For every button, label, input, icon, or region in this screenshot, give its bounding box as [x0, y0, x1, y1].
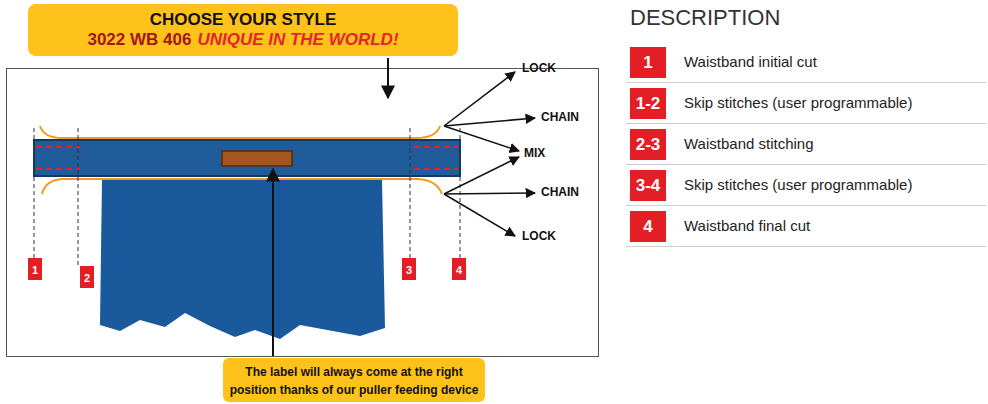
- text-line: 2: [84, 268, 90, 286]
- text-line: 2-3: [636, 135, 661, 155]
- node-content: 2-3: [636, 135, 661, 155]
- table-heading: DESCRIPTION: [630, 5, 780, 30]
- node-text: 1: [32, 264, 38, 276]
- callout-number: 4: [452, 258, 466, 280]
- thread-top: [40, 126, 440, 138]
- step-description: Skip stitches (user programmable): [684, 94, 912, 111]
- node-text: 3: [406, 264, 412, 276]
- node-content: 1: [32, 260, 38, 278]
- node-content: 2: [84, 268, 90, 286]
- node-text: 1: [643, 53, 652, 72]
- node-content: The label will always come at the right …: [227, 362, 481, 398]
- node-content: 3: [406, 260, 412, 278]
- node-text: 1-2: [636, 94, 661, 113]
- text-line: 3-4: [636, 176, 661, 196]
- node-content: 1-2: [636, 94, 661, 114]
- text-line: 3022 WB 406 UNIQUE IN THE WORLD!: [87, 30, 398, 50]
- style-option: LOCK: [522, 230, 556, 244]
- node-text: 4: [456, 264, 462, 276]
- callout-number: 2: [80, 266, 94, 288]
- style-option: CHAIN: [541, 111, 579, 125]
- step-description: Waistband stitching: [684, 135, 814, 152]
- style-callout: CHOOSE YOUR STYLE3022 WB 406 UNIQUE IN TH…: [28, 4, 458, 56]
- step-number: 4: [630, 211, 666, 242]
- frame: [7, 69, 599, 357]
- step-number: 1: [630, 47, 666, 78]
- node-text: 3-4: [636, 176, 661, 195]
- node-text: 3022 WB 406: [87, 30, 191, 49]
- node-text: 2: [84, 272, 90, 284]
- cut-lines: [34, 128, 460, 266]
- step-number: 1-2: [630, 88, 666, 119]
- node-text: 2-3: [636, 135, 661, 154]
- style-option: CHAIN: [541, 186, 579, 200]
- step-description: Waistband final cut: [684, 217, 810, 234]
- text-line: 4: [456, 260, 462, 278]
- step-description: Waistband initial cut: [684, 53, 817, 70]
- trousers: [100, 180, 385, 339]
- node-text: The label will always come at the right …: [230, 365, 479, 397]
- step-description: Skip stitches (user programmable): [684, 176, 912, 193]
- table-rules: [626, 83, 986, 247]
- style-arrows: [444, 72, 535, 236]
- label-patch: [222, 151, 292, 166]
- text-line: CHOOSE YOUR STYLE: [87, 10, 398, 30]
- node-content: CHOOSE YOUR STYLE3022 WB 406 UNIQUE IN TH…: [87, 10, 398, 49]
- callout-arrow: [272, 169, 274, 356]
- thread-bottom: [42, 179, 442, 194]
- node-content: 1: [643, 53, 652, 73]
- node-text: UNIQUE IN THE WORLD!: [197, 30, 398, 49]
- text-line: 1: [643, 53, 652, 73]
- style-option: LOCK: [522, 62, 556, 76]
- text-line: The label will always come at the right …: [227, 362, 481, 398]
- callout-number: 1: [28, 258, 42, 280]
- step-number: 3-4: [630, 170, 666, 201]
- node-content: 4: [456, 260, 462, 278]
- text-line: 1: [32, 260, 38, 278]
- pointer-arrow: [387, 58, 389, 98]
- text-line: 4: [643, 217, 652, 237]
- text-line: 3: [406, 260, 412, 278]
- node-content: 4: [643, 217, 652, 237]
- style-option: MIX: [524, 147, 545, 161]
- node-content: 3-4: [636, 176, 661, 196]
- step-number: 2-3: [630, 129, 666, 160]
- waistband: [34, 140, 460, 176]
- label-callout: The label will always come at the right …: [223, 358, 485, 402]
- text-line: 1-2: [636, 94, 661, 114]
- stitch-lines: [36, 147, 458, 169]
- callout-number: 3: [402, 258, 416, 280]
- node-text: 4: [643, 217, 652, 236]
- node-text: CHOOSE YOUR STYLE: [150, 10, 337, 29]
